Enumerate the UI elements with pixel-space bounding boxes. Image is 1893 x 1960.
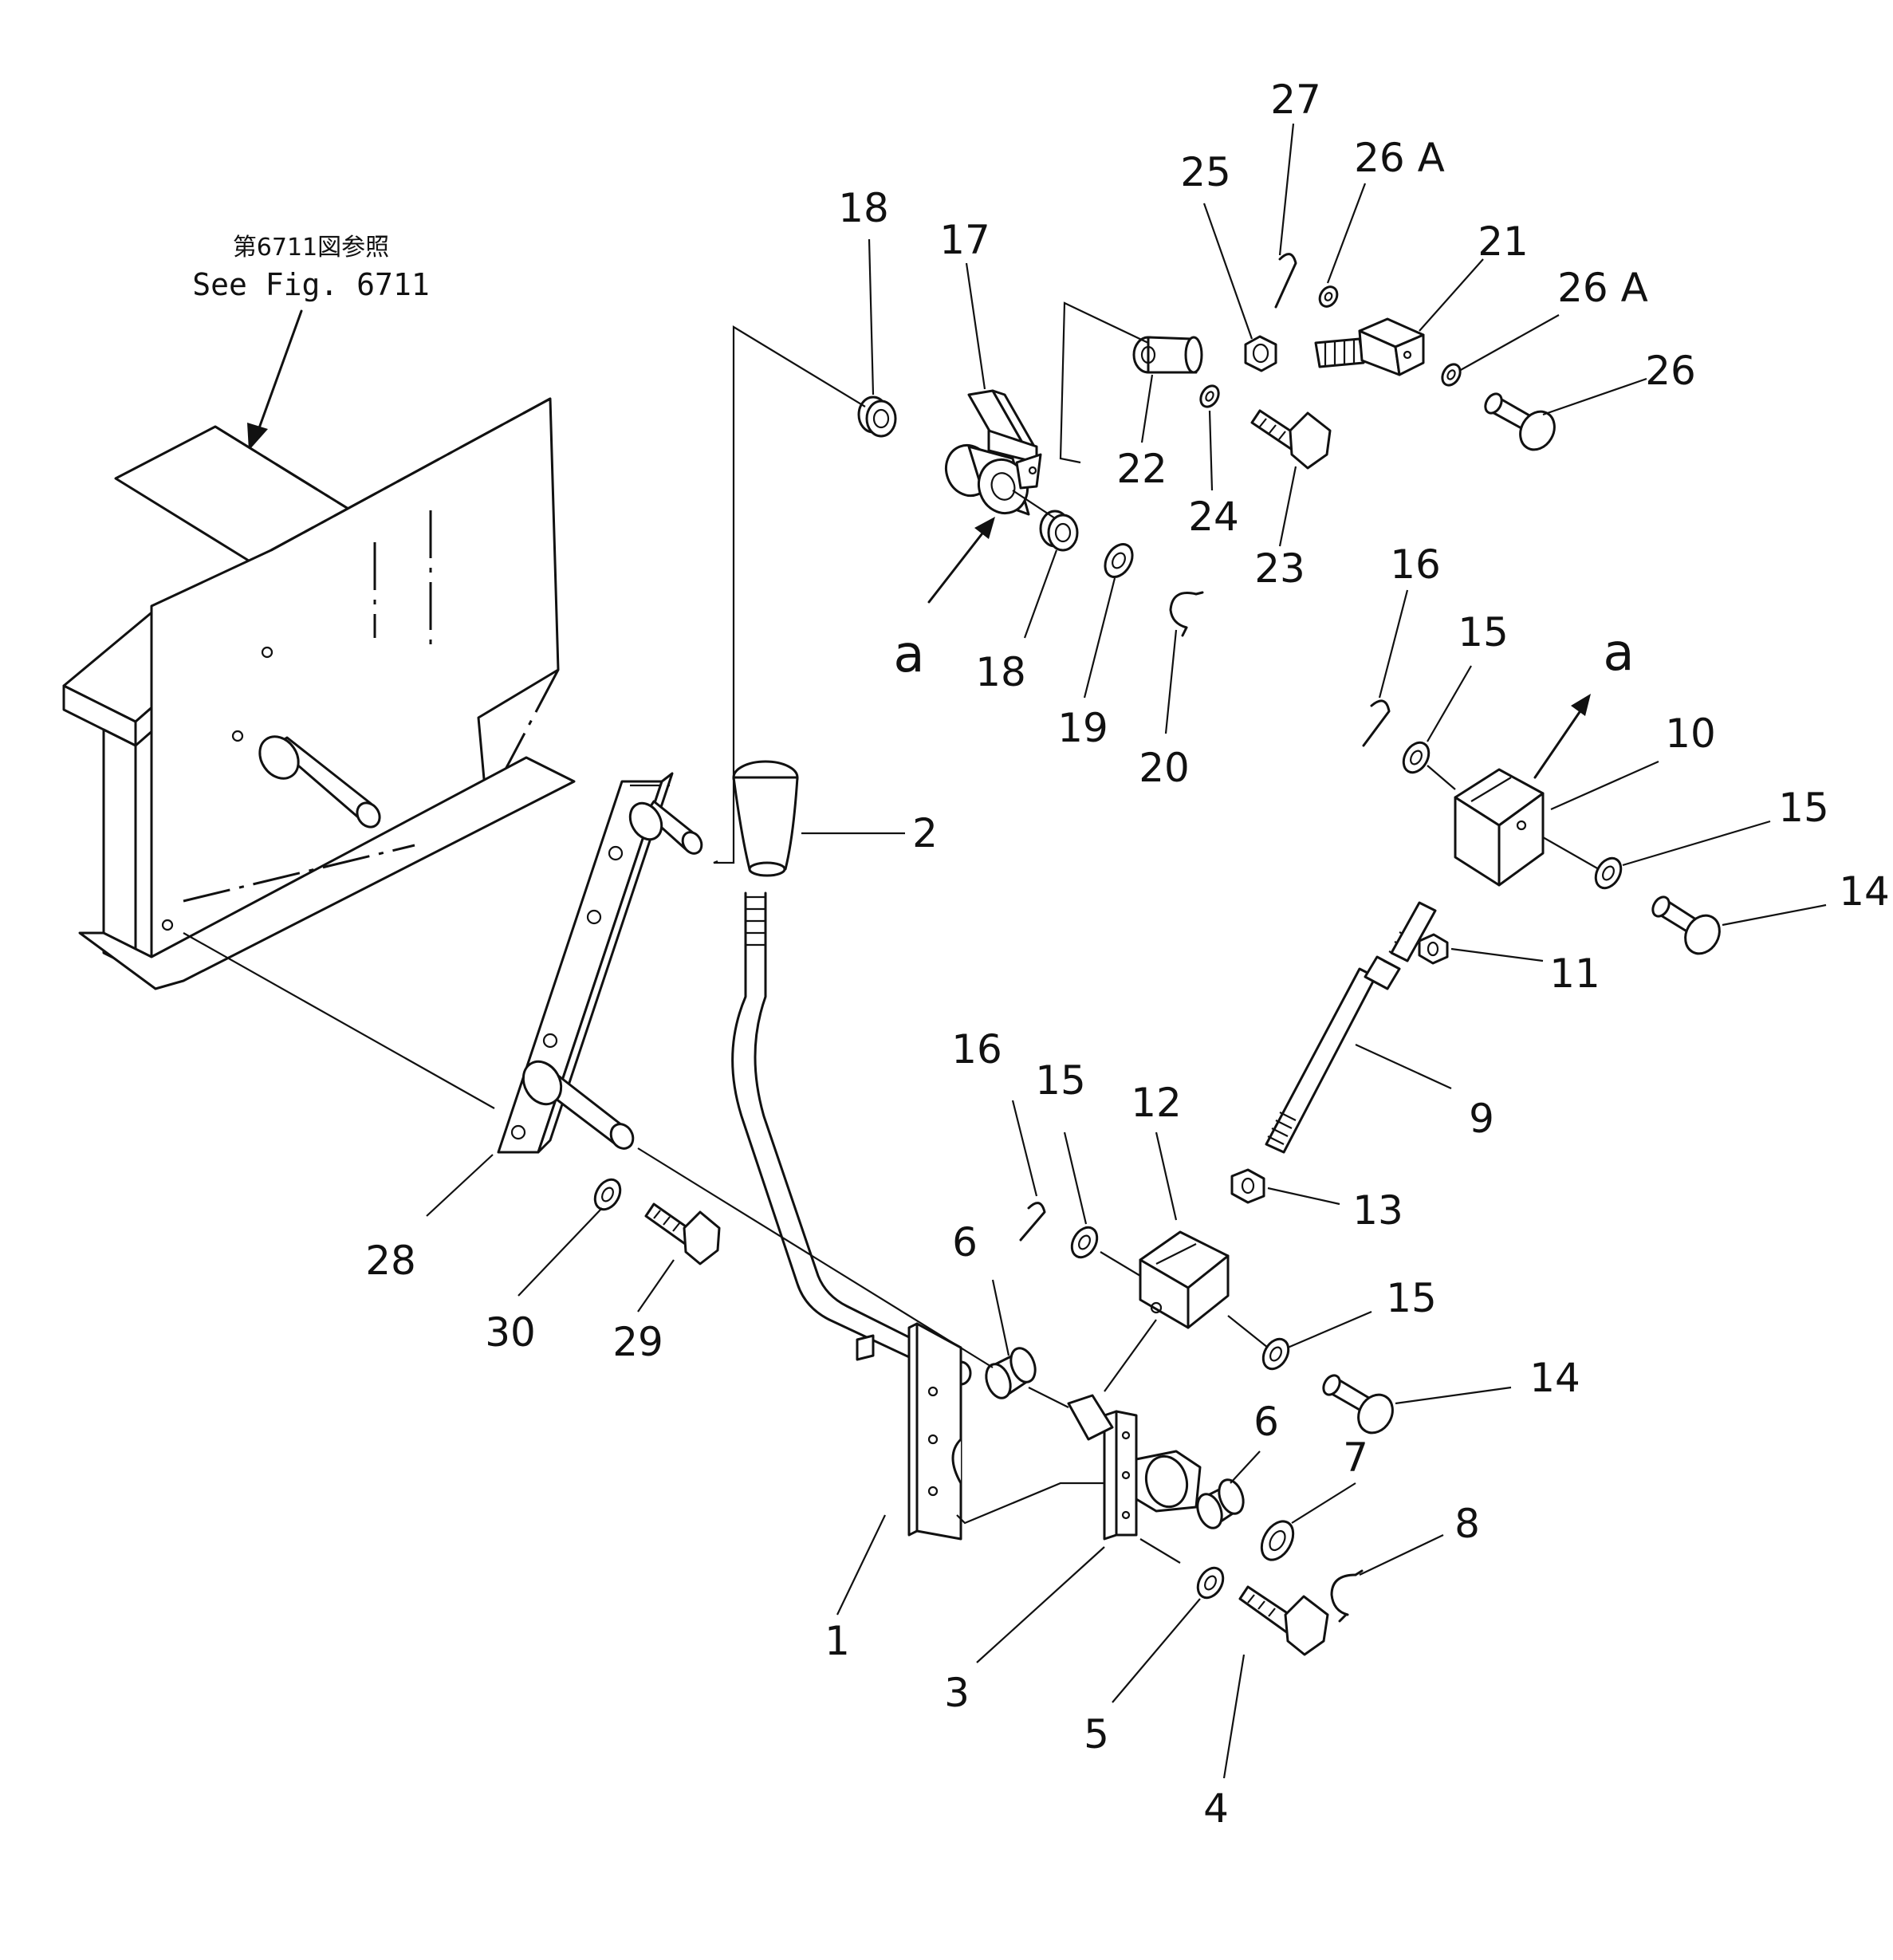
part-4-bolt xyxy=(1238,1585,1329,1656)
reference-japanese: 第6711図参照 xyxy=(233,234,389,262)
frame-base-plate xyxy=(78,756,576,990)
callout-11: 11 xyxy=(1549,950,1600,997)
part-25-nut xyxy=(1244,335,1277,372)
part-26A-washer-b xyxy=(1441,363,1462,387)
part-17-bellcrank xyxy=(945,389,1042,516)
part-18-bushing-upper xyxy=(857,396,897,438)
callout-26A-b: 26 A xyxy=(1557,265,1648,311)
part-15-washer-upper-a xyxy=(1402,741,1431,774)
callout-16b: 16 xyxy=(1390,541,1441,588)
view-arrow-a-right: a xyxy=(1533,624,1635,779)
callout-17: 17 xyxy=(939,217,990,263)
assembly-lines xyxy=(183,301,1600,1564)
frame-leg xyxy=(102,728,137,970)
callout-22: 22 xyxy=(1116,446,1167,492)
callout-25: 25 xyxy=(1180,149,1231,195)
callout-28: 28 xyxy=(365,1238,416,1284)
part-16-pin-lower xyxy=(1019,1202,1046,1242)
callout-5: 5 xyxy=(1084,1711,1109,1757)
part-28-link-plate xyxy=(497,772,703,1154)
callout-12: 12 xyxy=(1131,1080,1182,1126)
reference-leader xyxy=(255,309,303,436)
leader-lines xyxy=(426,123,1827,1779)
part-6-bushing-b xyxy=(1196,1478,1245,1529)
callout-1: 1 xyxy=(824,1618,850,1664)
callout-labels: 1 2 3 4 5 6 6 7 8 9 10 11 12 13 14 14 15… xyxy=(365,77,1890,1832)
part-18-bushing-lower xyxy=(1039,510,1079,552)
part-19-washer xyxy=(1104,543,1134,578)
part-1-lever xyxy=(731,891,972,1541)
callout-16a: 16 xyxy=(951,1026,1002,1072)
callout-6a: 6 xyxy=(952,1219,978,1265)
part-15-washer-lower-a xyxy=(1070,1226,1099,1259)
callout-4: 4 xyxy=(1203,1785,1229,1832)
callout-30: 30 xyxy=(485,1309,536,1356)
part-9-rod xyxy=(1265,901,1437,1154)
part-15-washer-lower-b xyxy=(1261,1337,1290,1371)
callout-26A-a: 26 A xyxy=(1354,135,1445,181)
callout-15b: 15 xyxy=(1386,1275,1437,1321)
callout-9: 9 xyxy=(1469,1096,1494,1142)
callout-29: 29 xyxy=(612,1319,663,1365)
callout-15a: 15 xyxy=(1035,1057,1086,1104)
part-16-pin-upper xyxy=(1362,699,1391,747)
part-8-snap-ring xyxy=(1330,1569,1364,1623)
callout-24: 24 xyxy=(1188,494,1239,540)
view-letter-left: a xyxy=(893,625,924,684)
part-10-clevis xyxy=(1454,768,1545,887)
callout-6b: 6 xyxy=(1253,1399,1279,1445)
part-26-pin xyxy=(1484,392,1556,451)
part-15-washer-upper-b xyxy=(1594,856,1623,890)
part-12-clevis xyxy=(1139,1230,1230,1329)
callout-20: 20 xyxy=(1139,745,1190,791)
part-14-pin-lower xyxy=(1322,1374,1394,1435)
part-3-bracket xyxy=(1067,1394,1202,1541)
reference-english: See Fig. 6711 xyxy=(192,267,429,302)
part-20-snap-ring xyxy=(1169,591,1204,637)
part-5-washer xyxy=(1196,1566,1225,1600)
part-2-knob xyxy=(732,760,799,877)
frame-pin xyxy=(258,735,381,828)
part-23-bolt xyxy=(1250,409,1332,470)
part-30-washer xyxy=(593,1178,622,1211)
reference-note: 第6711図参照 See Fig. 6711 xyxy=(192,234,430,451)
callout-2: 2 xyxy=(912,810,938,856)
callout-14b: 14 xyxy=(1839,868,1890,915)
part-24-washer xyxy=(1199,384,1220,408)
view-letter-right: a xyxy=(1603,624,1634,683)
callout-27: 27 xyxy=(1270,77,1321,123)
part-22-rod-end xyxy=(1132,336,1203,374)
part-11-nut xyxy=(1418,933,1449,965)
callout-8: 8 xyxy=(1454,1501,1480,1547)
part-13-nut xyxy=(1230,1168,1265,1204)
callout-18b: 18 xyxy=(975,649,1026,695)
callout-15c: 15 xyxy=(1458,609,1509,655)
reference-arrowhead xyxy=(247,423,268,451)
callout-7: 7 xyxy=(1343,1435,1368,1481)
callout-19: 19 xyxy=(1057,705,1108,751)
callout-15d: 15 xyxy=(1778,785,1829,831)
part-7-washer xyxy=(1260,1520,1295,1561)
callout-21: 21 xyxy=(1478,218,1529,265)
part-29-bolt xyxy=(644,1202,721,1265)
callout-18a: 18 xyxy=(838,185,889,231)
part-27-pin xyxy=(1274,253,1297,309)
view-arrow-a-left: a xyxy=(893,517,995,684)
part-14-pin-upper xyxy=(1651,895,1721,955)
callout-14a: 14 xyxy=(1529,1355,1580,1401)
callout-13: 13 xyxy=(1352,1187,1403,1234)
callout-3: 3 xyxy=(944,1670,970,1716)
frame-bracket xyxy=(62,397,576,990)
callout-23: 23 xyxy=(1254,545,1305,592)
part-26A-washer-a xyxy=(1318,285,1339,308)
part-6-bushing-a xyxy=(985,1347,1037,1399)
callout-26: 26 xyxy=(1645,348,1696,394)
callout-10: 10 xyxy=(1665,710,1716,757)
part-21-clevis xyxy=(1314,317,1425,376)
